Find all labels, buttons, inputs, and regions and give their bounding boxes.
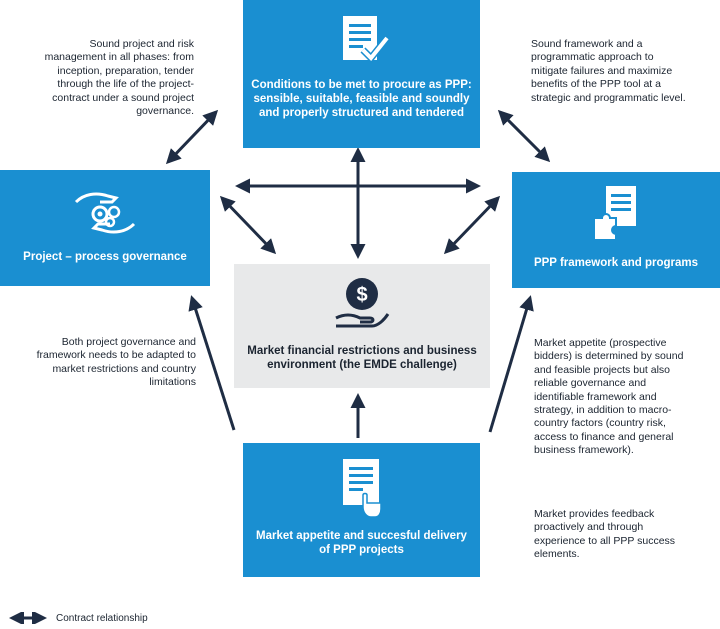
box-label: Market appetite and succesful delivery o…	[256, 530, 467, 556]
gears-in-hands-icon	[74, 192, 136, 234]
box-label: Market financial restrictions and busine…	[247, 345, 477, 371]
box-project-process-governance: Project – process governance	[0, 170, 210, 286]
arrow-bottom-to-left	[188, 295, 236, 431]
box-label: PPP framework and programs	[533, 257, 699, 269]
legend-label: Contract relationship	[56, 612, 148, 624]
arrow-bottom-to-right	[488, 295, 534, 433]
note-market-feedback: Market provides feedback proactively and…	[534, 508, 676, 561]
arrow-left-to-center	[219, 195, 277, 255]
note-sound-framework: Sound framework and a programmatic appro…	[531, 38, 686, 104]
box-market-financial-restrictions: $ Market financial restrictions and busi…	[234, 264, 490, 388]
legend: Contract relationship	[8, 612, 148, 624]
arrow-right-to-center	[443, 195, 501, 255]
box-ppp-framework-programs: PPP framework and programs	[512, 172, 720, 288]
note-market-appetite: Market appetite (prospective bidders) is…	[534, 337, 684, 457]
dollar-symbol: $	[356, 284, 367, 306]
box-label: Conditions to be met to procure as PPP: …	[251, 79, 472, 119]
dollar-coin-in-hand-icon: $	[335, 278, 390, 328]
box-market-appetite-delivery: Market appetite and succesful delivery o…	[243, 443, 480, 577]
checklist-icon	[342, 16, 390, 64]
note-governance-adapted: Both project governance and framework ne…	[36, 336, 196, 389]
arrow-topleft-to-left	[165, 109, 219, 165]
document-puzzle-icon	[593, 186, 636, 241]
box-label: Project – process governance	[23, 251, 187, 263]
note-project-risk-management: Sound project and risk management in all…	[44, 38, 194, 118]
arrow-topright-to-right	[497, 109, 551, 163]
document-signing-hand-icon	[342, 459, 382, 518]
double-arrow-icon	[8, 612, 47, 624]
box-conditions-to-procure: Conditions to be met to procure as PPP: …	[243, 0, 480, 148]
